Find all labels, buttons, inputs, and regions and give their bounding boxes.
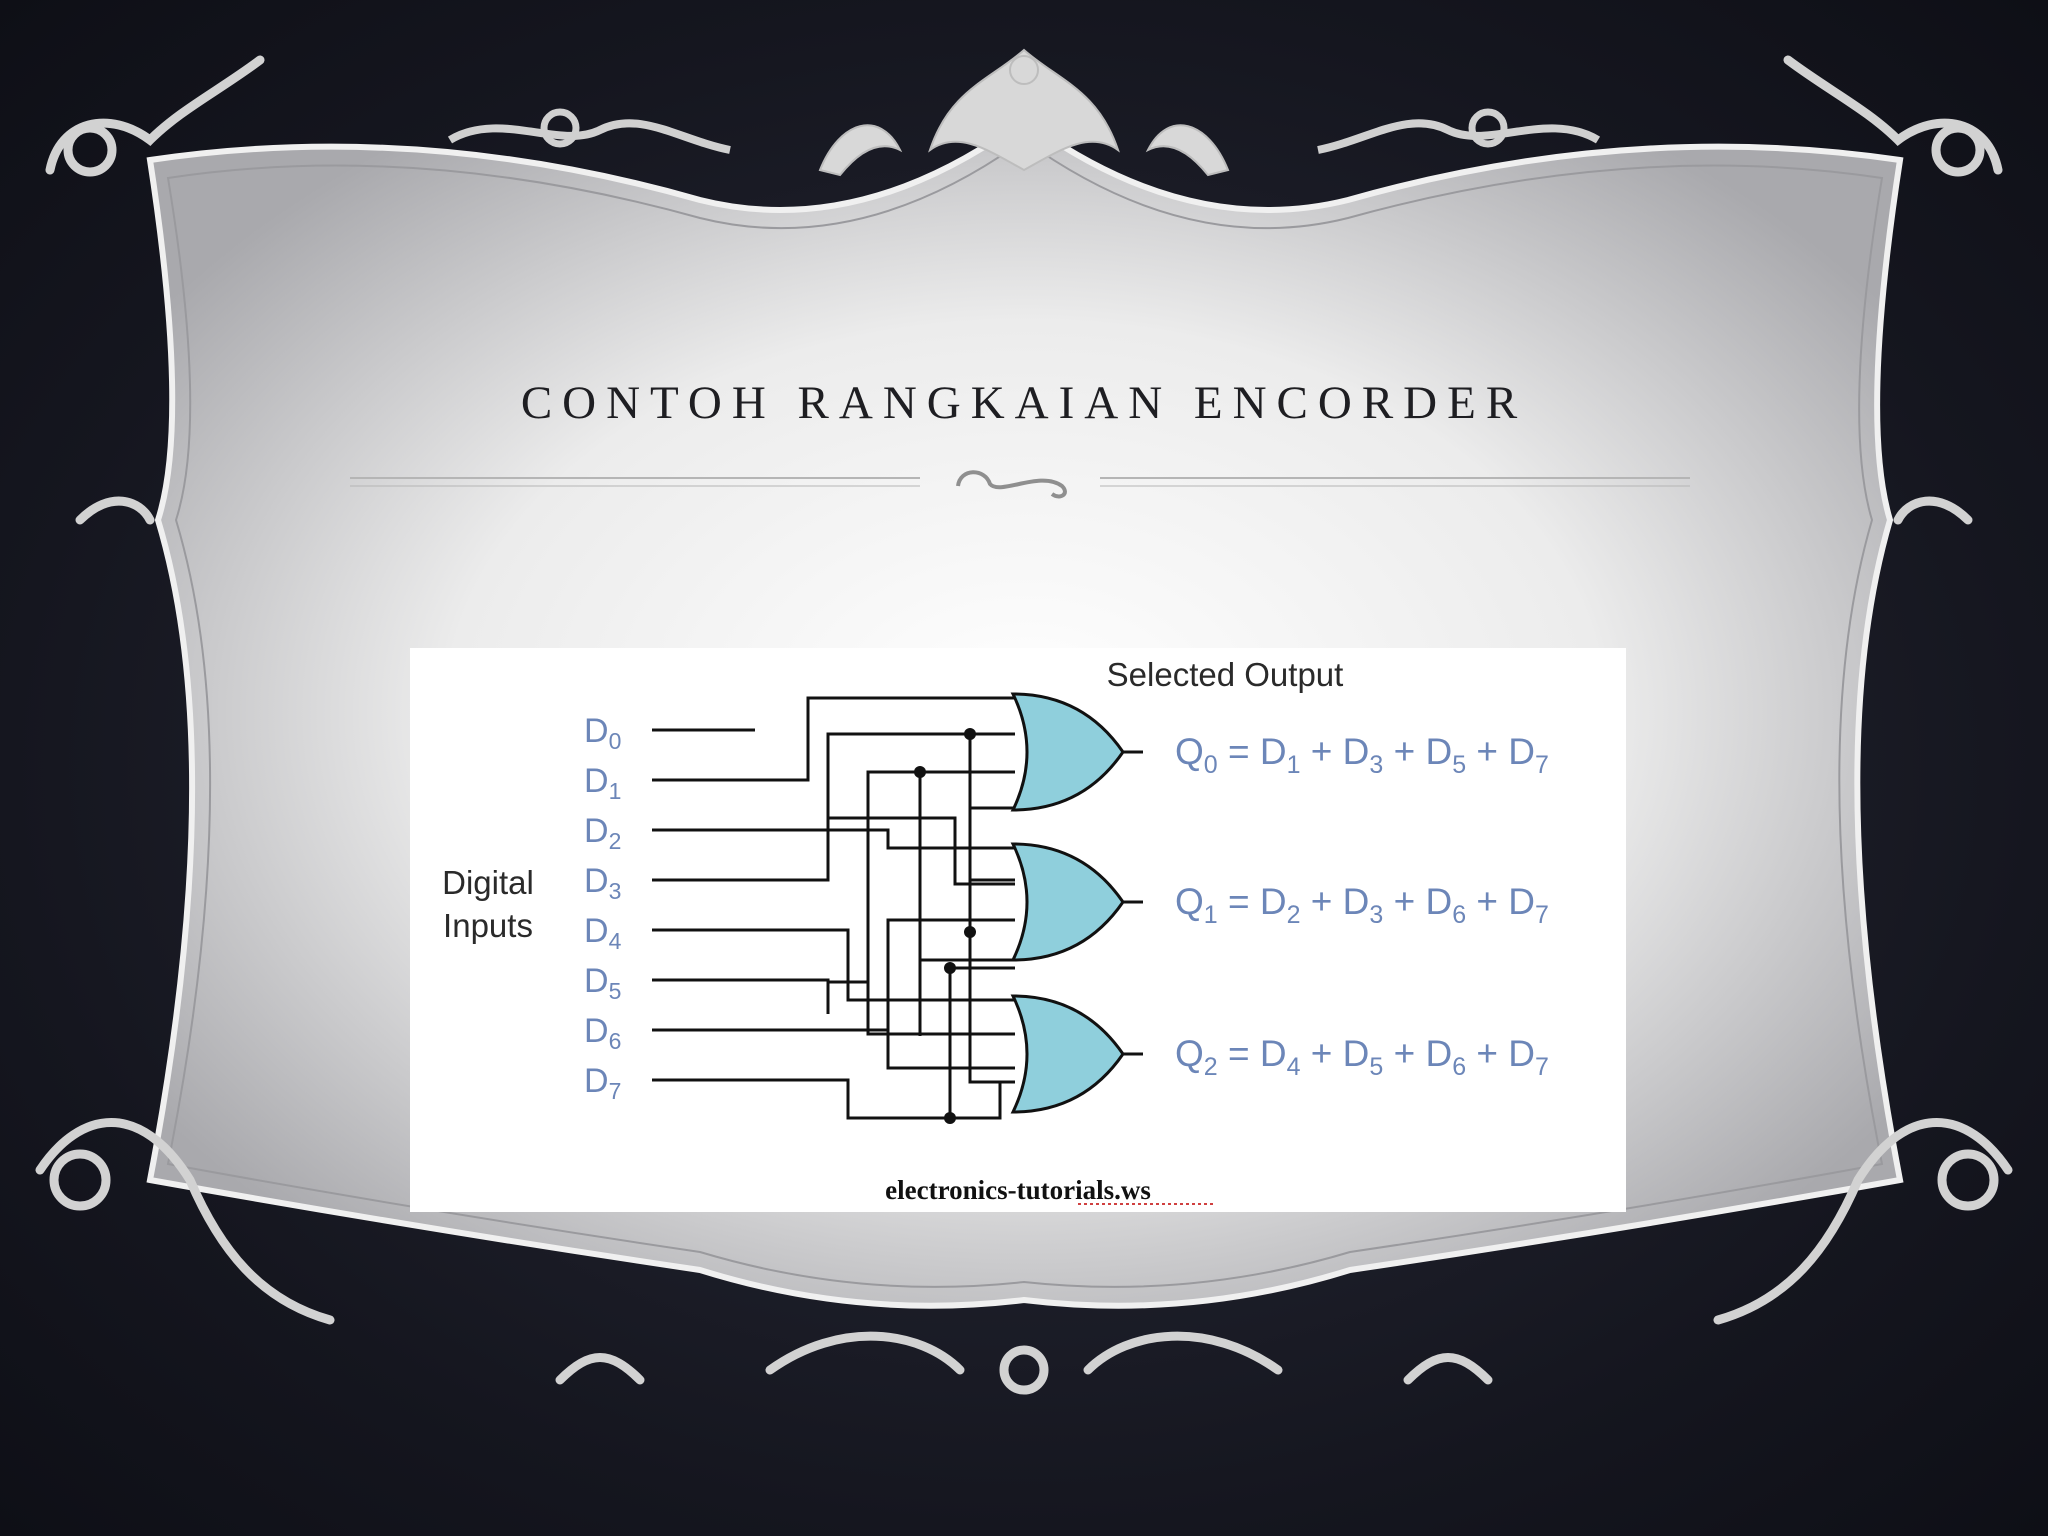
selected-output-label: Selected Output <box>1107 656 1344 693</box>
or-gates <box>1010 692 1143 1114</box>
input-label-d7: D7 <box>584 1062 621 1104</box>
corner-ornaments <box>35 55 2013 1395</box>
input-label-d5: D5 <box>584 962 621 1004</box>
input-label-d1: D1 <box>584 762 621 804</box>
output-equations: Q0 = D1 + D3 + D5 + D7 Q1 = D2 + D3 + D6 … <box>1175 731 1549 1081</box>
slide-title: CONTOH RANGKAIAN ENCORDER <box>520 377 1528 429</box>
encoder-circuit: Selected Output Digital Inputs D0D1D2D3D… <box>442 656 1549 1205</box>
digital-label: Digital <box>442 864 534 901</box>
input-label-d4: D4 <box>584 912 622 954</box>
input-label-d2: D2 <box>584 812 621 854</box>
or-gate-q1 <box>1010 842 1125 962</box>
input-label-d0: D0 <box>584 712 621 754</box>
or-gate-q0 <box>1010 692 1125 812</box>
inputs-label: Inputs <box>443 907 533 944</box>
output-equation-q1: Q1 = D2 + D3 + D6 + D7 <box>1175 881 1549 929</box>
wires <box>652 696 1015 1120</box>
output-equation-q0: Q0 = D1 + D3 + D5 + D7 <box>1175 731 1549 779</box>
input-label-d6: D6 <box>584 1012 621 1054</box>
output-equation-q2: Q2 = D4 + D5 + D6 + D7 <box>1175 1033 1549 1081</box>
title-divider <box>350 470 1690 499</box>
credit-text: electronics-tutorials.ws <box>885 1175 1151 1205</box>
input-label-d3: D3 <box>584 862 621 904</box>
or-gate-q2 <box>1010 994 1125 1114</box>
top-ornament <box>447 48 1601 177</box>
junction-dots <box>914 728 976 1124</box>
